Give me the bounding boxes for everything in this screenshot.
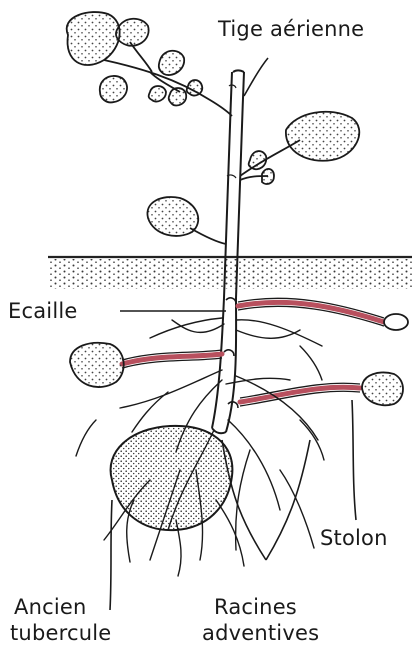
- label-roots-line1: Racines: [214, 594, 297, 620]
- stolons: [122, 302, 384, 402]
- label-stolon: Stolon: [320, 525, 388, 551]
- label-roots-line2: adventives: [202, 620, 319, 646]
- label-old-tuber-line1: Ancien: [14, 594, 87, 620]
- label-scale: Ecaille: [8, 298, 78, 324]
- stolon-outlines: [122, 298, 384, 406]
- leaf-cluster-left: [67, 12, 232, 116]
- label-aerial-stem: Tige aérienne: [218, 16, 364, 42]
- leaf-lower-left: [147, 197, 226, 244]
- leaf-cluster-right: [240, 112, 359, 184]
- label-old-tuber-line2: tubercule: [10, 620, 111, 646]
- soil-layer: [48, 257, 412, 289]
